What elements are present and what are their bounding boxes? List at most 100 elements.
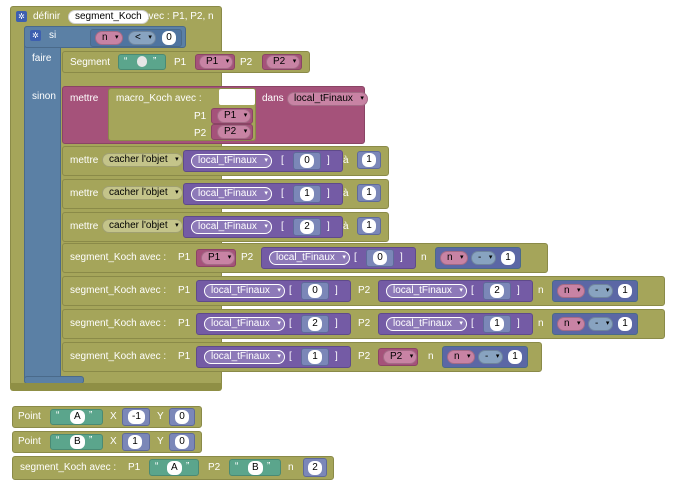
bracket-close: ] (335, 351, 338, 362)
operator-dropdown[interactable]: -▾ (588, 317, 614, 331)
index-value[interactable]: 2 (300, 220, 314, 234)
operator-dropdown[interactable]: -▾ (471, 251, 497, 265)
p1-dropdown[interactable]: P1▾ (201, 251, 236, 265)
chevron-down-icon: ▾ (409, 353, 414, 360)
index-value[interactable]: 0 (373, 251, 387, 265)
bracket-close: ] (327, 188, 330, 199)
chevron-down-icon: ▾ (175, 156, 179, 163)
list-dropdown[interactable]: local_tFinaux▾ (204, 284, 285, 298)
set-value[interactable]: 1 (362, 153, 376, 167)
p2-label: P2 (358, 351, 371, 362)
main-call-p1-value[interactable]: A (167, 461, 182, 475)
n-variable-dropdown[interactable]: n▾ (557, 284, 585, 298)
compare-value[interactable]: 0 (162, 31, 176, 45)
list-dropdown[interactable]: local_tFinaux▾ (204, 317, 285, 331)
a-label: à (343, 221, 349, 232)
open-quote: “ (235, 461, 239, 472)
n-label: n (421, 252, 427, 263)
list-dropdown[interactable]: local_tFinaux▾ (191, 154, 272, 168)
index-value[interactable]: 2 (490, 284, 504, 298)
property-dropdown[interactable]: cacher l'objet▾ (102, 153, 183, 167)
point-name-value[interactable]: A (70, 410, 85, 424)
list-dropdown[interactable]: local_tFinaux▾ (191, 187, 272, 201)
n-variable-dropdown[interactable]: n▾ (557, 317, 585, 331)
else-label: sinon (32, 91, 56, 102)
macro-p1-dropdown[interactable]: P1▾ (217, 109, 252, 123)
chevron-down-icon: ▾ (488, 254, 493, 261)
chevron-down-icon: ▾ (264, 190, 268, 197)
if-else-block[interactable] (24, 26, 61, 381)
main-call-label: segment_Koch avec : (20, 462, 117, 473)
y-value[interactable]: 0 (175, 435, 189, 449)
list-variable-dropdown[interactable]: local_tFinaux▾ (287, 92, 368, 106)
x-value[interactable]: 1 (128, 435, 142, 449)
index-value[interactable]: 0 (300, 154, 314, 168)
set-value[interactable]: 1 (362, 219, 376, 233)
n-variable-dropdown[interactable]: n▾ (440, 251, 468, 265)
operator-dropdown[interactable]: -▾ (478, 350, 504, 364)
property-dropdown[interactable]: cacher l'objet▾ (102, 219, 183, 233)
procedure-params: avec : P1, P2, n (143, 11, 214, 22)
index-value[interactable]: 1 (300, 187, 314, 201)
x-value[interactable]: -1 (128, 410, 145, 424)
x-label: X (110, 436, 117, 447)
point-label: Point (18, 411, 41, 422)
point-label: Point (18, 436, 41, 447)
list-dropdown[interactable]: local_tFinaux▾ (386, 317, 467, 331)
main-call-n-value[interactable]: 2 (308, 461, 322, 475)
macro-p2-label: P2 (194, 128, 207, 139)
gear-icon[interactable]: ✲ (16, 11, 27, 22)
decrement-value[interactable]: 1 (501, 251, 515, 265)
index-value[interactable]: 1 (490, 317, 504, 331)
index-value[interactable]: 1 (308, 350, 322, 364)
p2-dropdown[interactable]: P2▾ (383, 350, 418, 364)
point-name-value[interactable]: B (70, 435, 85, 449)
main-call-p2-label: P2 (208, 462, 221, 473)
list-dropdown[interactable]: local_tFinaux▾ (386, 284, 467, 298)
decrement-value[interactable]: 1 (508, 350, 522, 364)
bracket-close: ] (400, 252, 403, 263)
set-value[interactable]: 1 (362, 186, 376, 200)
gear-icon[interactable]: ✲ (30, 30, 41, 41)
chevron-down-icon: ▾ (175, 189, 179, 196)
open-quote: “ (56, 435, 60, 446)
decrement-value[interactable]: 1 (618, 317, 632, 331)
chevron-down-icon: ▾ (577, 287, 581, 294)
n-label: n (538, 318, 544, 329)
list-dropdown[interactable]: local_tFinaux▾ (191, 220, 272, 234)
empty-slot[interactable] (219, 89, 255, 105)
p1-label: P1 (178, 318, 191, 329)
index-value[interactable]: 2 (308, 317, 322, 331)
main-call-p2-value[interactable]: B (248, 461, 263, 475)
segment-p1-dropdown[interactable]: P1▾ (199, 55, 234, 69)
chevron-down-icon: ▾ (342, 254, 346, 261)
bracket-close: ] (335, 285, 338, 296)
n-variable-dropdown[interactable]: n▾ (447, 350, 475, 364)
segment-p2-dropdown[interactable]: P2▾ (266, 55, 301, 69)
y-value[interactable]: 0 (175, 410, 189, 424)
text-value-field[interactable] (137, 56, 147, 67)
chevron-down-icon: ▾ (467, 353, 471, 360)
procedure-name-field[interactable]: segment_Koch (68, 10, 149, 24)
bracket-open: [ (354, 252, 357, 263)
index-value[interactable]: 0 (308, 284, 322, 298)
segment-p1-label: P1 (174, 57, 187, 68)
operator-dropdown[interactable]: -▾ (588, 284, 614, 298)
close-quote: ” (186, 461, 190, 472)
p2-label: P2 (241, 252, 254, 263)
chevron-down-icon: ▾ (264, 223, 268, 230)
compare-variable-dropdown[interactable]: n▾ (95, 31, 123, 45)
property-dropdown[interactable]: cacher l'objet▾ (102, 186, 183, 200)
decrement-value[interactable]: 1 (618, 284, 632, 298)
mettre-label: mettre (70, 155, 99, 166)
main-call-p1-label: P1 (128, 462, 141, 473)
chevron-down-icon: ▾ (605, 320, 610, 327)
dans-label: dans (262, 93, 284, 104)
macro-p1-label: P1 (194, 111, 207, 122)
list-dropdown[interactable]: local_tFinaux▾ (269, 251, 350, 265)
compare-operator-dropdown[interactable]: <▾ (128, 31, 156, 45)
if-label: si (49, 30, 57, 41)
macro-p2-dropdown[interactable]: P2▾ (217, 125, 252, 139)
chevron-down-icon: ▾ (264, 157, 268, 164)
list-dropdown[interactable]: local_tFinaux▾ (204, 350, 285, 364)
